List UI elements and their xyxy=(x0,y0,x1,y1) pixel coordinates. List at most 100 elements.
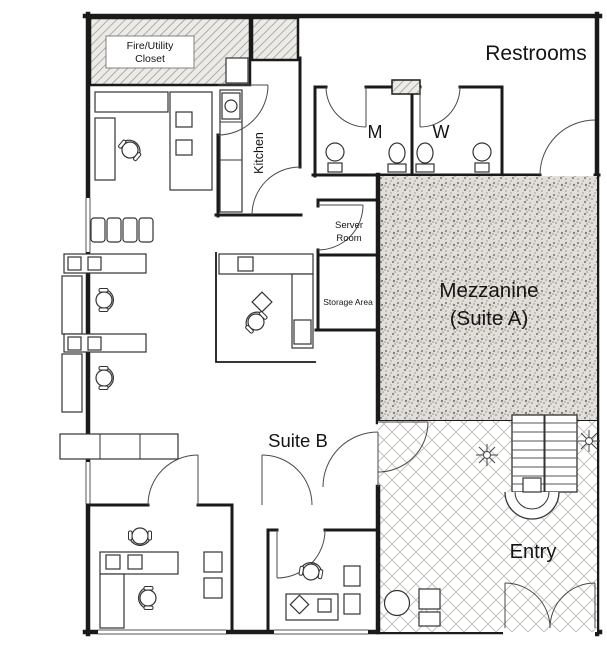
waiting-chairs xyxy=(90,217,154,243)
door-swing xyxy=(322,431,379,488)
door-swing xyxy=(504,582,551,629)
label-mens: M xyxy=(368,122,383,142)
label-server-1: Server xyxy=(335,220,363,231)
monitor xyxy=(67,336,82,351)
plant-icon xyxy=(577,429,601,453)
chair xyxy=(90,217,106,243)
door-swing xyxy=(325,86,367,128)
label-restrooms: Restrooms xyxy=(485,42,587,65)
label-womens: W xyxy=(433,122,450,142)
desk xyxy=(63,253,147,274)
stairs xyxy=(511,414,578,493)
hatched-wall-segment xyxy=(250,16,300,62)
workstation-cluster xyxy=(285,560,361,621)
label-fire-utility-1: Fire/Utility xyxy=(127,40,174,52)
monitor xyxy=(175,139,193,156)
toilet xyxy=(416,142,434,164)
restrooms-area: M W Restrooms xyxy=(311,42,601,178)
sink xyxy=(472,142,492,162)
door-swing xyxy=(539,119,596,176)
server-room: Server Room xyxy=(316,198,380,259)
desk xyxy=(94,117,116,181)
chair xyxy=(122,217,138,243)
office-chair xyxy=(115,134,146,165)
suite-b-area: Suite B xyxy=(59,91,380,634)
label-mezzanine-2: (Suite A) xyxy=(450,307,529,330)
interior-walls xyxy=(86,503,380,634)
plant-icon xyxy=(475,443,499,467)
storage-area: Storage Area xyxy=(314,255,380,332)
hatched-pier xyxy=(391,79,421,95)
closet-label-box xyxy=(105,35,195,69)
door-swing xyxy=(217,84,269,136)
monitor xyxy=(317,598,332,613)
office-chair xyxy=(95,365,115,391)
kitchen-counter xyxy=(219,89,243,213)
label-kitchen: Kitchen xyxy=(252,132,266,174)
sink-basin xyxy=(224,99,238,113)
label-server-2: Room xyxy=(336,233,361,244)
office-chair xyxy=(127,527,153,547)
desk xyxy=(61,275,83,335)
label-fire-utility-2: Closet xyxy=(135,53,165,65)
kitchen-room: Kitchen xyxy=(214,56,303,218)
entry-area: Entry xyxy=(322,414,601,635)
door-swing xyxy=(261,454,313,506)
label-mezzanine-1: Mezzanine xyxy=(439,279,538,302)
toilet-tank xyxy=(387,163,407,173)
cabinet xyxy=(203,551,223,573)
desk xyxy=(61,353,83,413)
office-chair xyxy=(240,306,271,337)
door-swing xyxy=(251,166,301,216)
monitor xyxy=(237,256,254,272)
door-swing xyxy=(549,582,596,629)
sink xyxy=(325,142,345,162)
workstation-cluster xyxy=(215,252,316,363)
utility-equipment xyxy=(225,57,249,84)
cabinet xyxy=(343,565,361,587)
monitor xyxy=(87,256,102,271)
cabinet xyxy=(343,593,361,615)
door-swing xyxy=(377,421,429,473)
workstation-cluster xyxy=(99,527,223,629)
sink-pedestal xyxy=(474,162,490,173)
workstation-cluster xyxy=(94,91,213,191)
window xyxy=(98,628,226,636)
workstation-cluster xyxy=(61,253,147,413)
door-swing xyxy=(147,454,199,506)
mezzanine-suite-a: Mezzanine (Suite A) xyxy=(375,172,598,425)
label-storage: Storage Area xyxy=(323,297,373,307)
mezzanine-floor xyxy=(378,176,597,421)
window xyxy=(274,628,368,636)
reception-desk xyxy=(504,477,560,520)
monitor xyxy=(105,554,121,570)
round-table xyxy=(383,589,411,617)
cabinet xyxy=(203,577,223,599)
monitor xyxy=(289,594,310,615)
desk xyxy=(63,333,147,353)
desk xyxy=(94,91,169,113)
door-swing xyxy=(419,86,461,128)
chair xyxy=(138,217,154,243)
monitor xyxy=(175,111,193,128)
office-chair xyxy=(297,560,325,583)
label-suite-b: Suite B xyxy=(268,430,328,451)
label-entry: Entry xyxy=(510,541,557,563)
toilet-tank xyxy=(415,163,435,173)
desk xyxy=(218,253,314,275)
office-chair xyxy=(137,585,157,611)
fire-utility-closet: Fire/Utility Closet xyxy=(88,16,300,87)
monitor xyxy=(127,554,143,570)
office-chair xyxy=(95,287,115,313)
credenza xyxy=(59,433,179,460)
window xyxy=(84,462,92,504)
toilet xyxy=(388,142,406,164)
cabinet xyxy=(418,588,441,610)
monitor xyxy=(87,336,102,351)
cabinet xyxy=(418,611,441,627)
window xyxy=(84,198,92,252)
chair xyxy=(106,217,122,243)
cabinet xyxy=(293,319,312,345)
